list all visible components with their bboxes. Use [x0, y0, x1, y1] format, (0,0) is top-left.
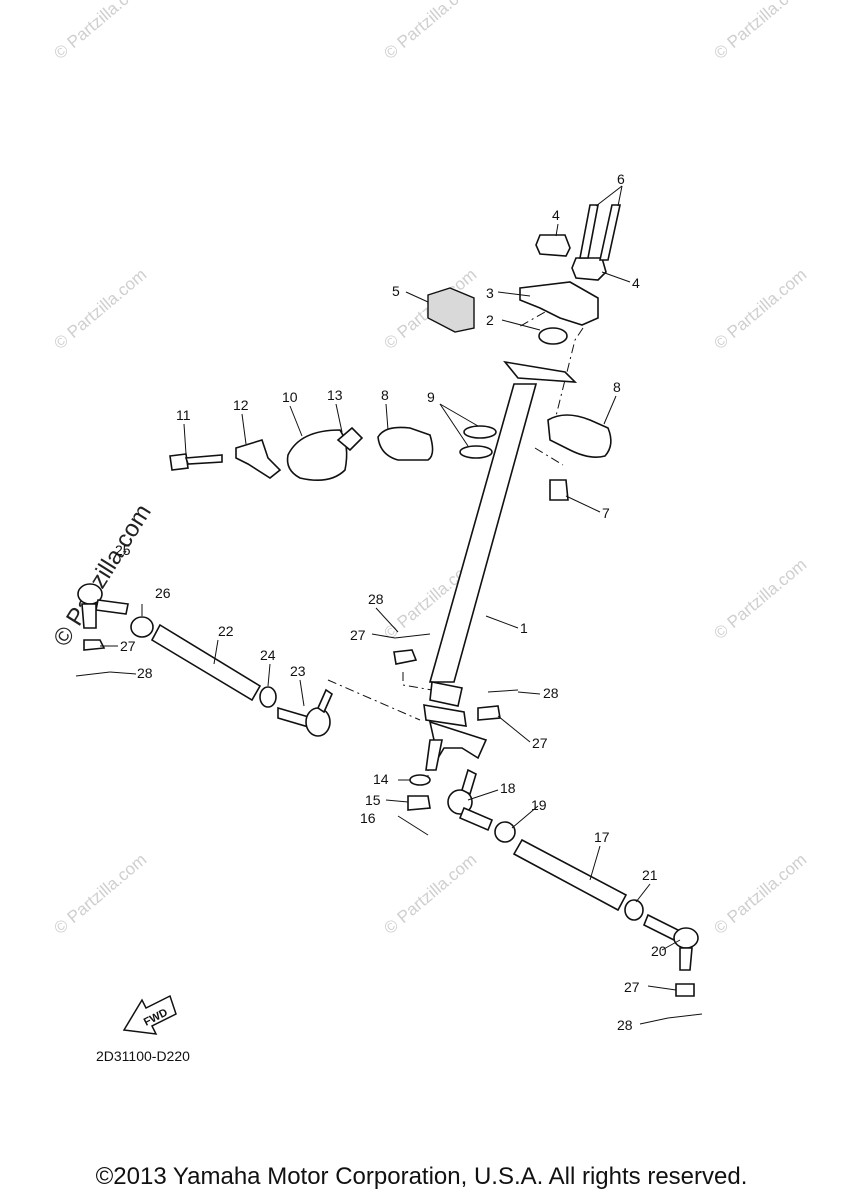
alignment-line [327, 679, 421, 721]
callout-7: 7 [602, 505, 610, 521]
callout-27: 27 [120, 638, 136, 654]
nut-27 [83, 639, 106, 651]
callout-28: 28 [543, 685, 559, 701]
callout-19: 19 [531, 797, 547, 813]
callout-23: 23 [290, 663, 306, 679]
nut-19 [494, 821, 516, 843]
callout-9: 9 [427, 389, 435, 405]
diagram-code: 2D31100-D220 [96, 1048, 190, 1064]
callout-25: 25 [115, 542, 131, 558]
leader-lines [100, 185, 681, 1025]
collar-13 [336, 426, 364, 452]
washer-14 [409, 774, 431, 786]
callout-22: 22 [218, 623, 234, 639]
nut-27-lower [675, 983, 695, 997]
watermark: © Partzilla.com [50, 0, 150, 63]
callout-3: 3 [486, 285, 494, 301]
callout-11: 11 [176, 407, 191, 423]
cotter-pin-16 [397, 815, 429, 836]
lock-plate-12 [235, 439, 282, 479]
callout-16: 16 [360, 810, 376, 826]
bolt-11 [169, 453, 223, 471]
nut-15 [407, 795, 431, 811]
callout-2: 2 [486, 312, 494, 328]
callout-26: 26 [155, 585, 171, 601]
callout-28: 28 [368, 591, 384, 607]
watermark: © Partzilla.com [710, 850, 810, 938]
tie-rod-17 [512, 838, 628, 912]
callout-20: 20 [651, 943, 667, 959]
tie-rod-end-20 [642, 913, 699, 971]
callout-18: 18 [500, 780, 516, 796]
alignment-line [516, 297, 581, 329]
callout-21: 21 [642, 867, 658, 883]
nut-26 [130, 616, 154, 638]
steering-column [423, 360, 578, 771]
watermark: © Partzilla.com [710, 265, 810, 353]
callout-13: 13 [327, 387, 343, 403]
watermark: © Partzilla.com [710, 0, 810, 63]
callout-8: 8 [613, 379, 621, 395]
watermark: © Partzilla.com [380, 0, 480, 63]
callout-4: 4 [552, 207, 560, 223]
watermark: © Partzilla.com [380, 850, 480, 938]
callout-15: 15 [365, 792, 381, 808]
callout-17: 17 [594, 829, 610, 845]
nut-21 [624, 899, 644, 921]
callout-1: 1 [520, 620, 528, 636]
block-5 [427, 287, 475, 333]
callout-14: 14 [373, 771, 389, 787]
handlebar-holder-lower [519, 281, 599, 326]
collar-8-left [377, 426, 434, 461]
tie-rod-end-25 [77, 583, 129, 629]
washers-9 [459, 425, 497, 459]
collar-8-right [547, 414, 612, 458]
callout-27: 27 [532, 735, 548, 751]
alignment-line [402, 672, 433, 691]
collar-7 [549, 479, 569, 501]
callouts: 1 2 3 4 4 5 6 7 8 8 9 10 11 12 13 14 15 … [115, 171, 667, 1033]
callout-6: 6 [617, 171, 625, 187]
cotter-pins-28 [75, 633, 703, 1019]
copyright-notice: ©2013 Yamaha Motor Corporation, U.S.A. A… [95, 1163, 748, 1190]
callout-28: 28 [617, 1017, 633, 1033]
plate-10 [286, 429, 348, 481]
tie-rod-end-23 [277, 688, 334, 737]
tie-rod-end-18 [447, 768, 494, 832]
handlebar-holder-upper [535, 204, 621, 281]
tie-rod-22 [150, 623, 262, 702]
callout-4: 4 [632, 275, 640, 291]
callout-24: 24 [260, 647, 276, 663]
nut-27-right [477, 705, 501, 721]
watermark: © Partzilla.com [50, 850, 150, 938]
callout-28: 28 [137, 665, 153, 681]
callout-12: 12 [233, 397, 249, 413]
fwd-arrow-icon: FWD [122, 994, 177, 1035]
watermark: © Partzilla.com [710, 555, 810, 643]
nut-24 [259, 686, 277, 708]
callout-27: 27 [624, 979, 640, 995]
alignment-line [549, 327, 584, 441]
watermark: © Partzilla.com [50, 265, 150, 353]
callout-8: 8 [381, 387, 389, 403]
callout-27: 27 [350, 627, 366, 643]
alignment-line [534, 447, 564, 466]
callout-5: 5 [392, 283, 400, 299]
collar-2 [538, 327, 568, 345]
nut-27-center [393, 649, 418, 665]
callout-10: 10 [282, 389, 298, 405]
